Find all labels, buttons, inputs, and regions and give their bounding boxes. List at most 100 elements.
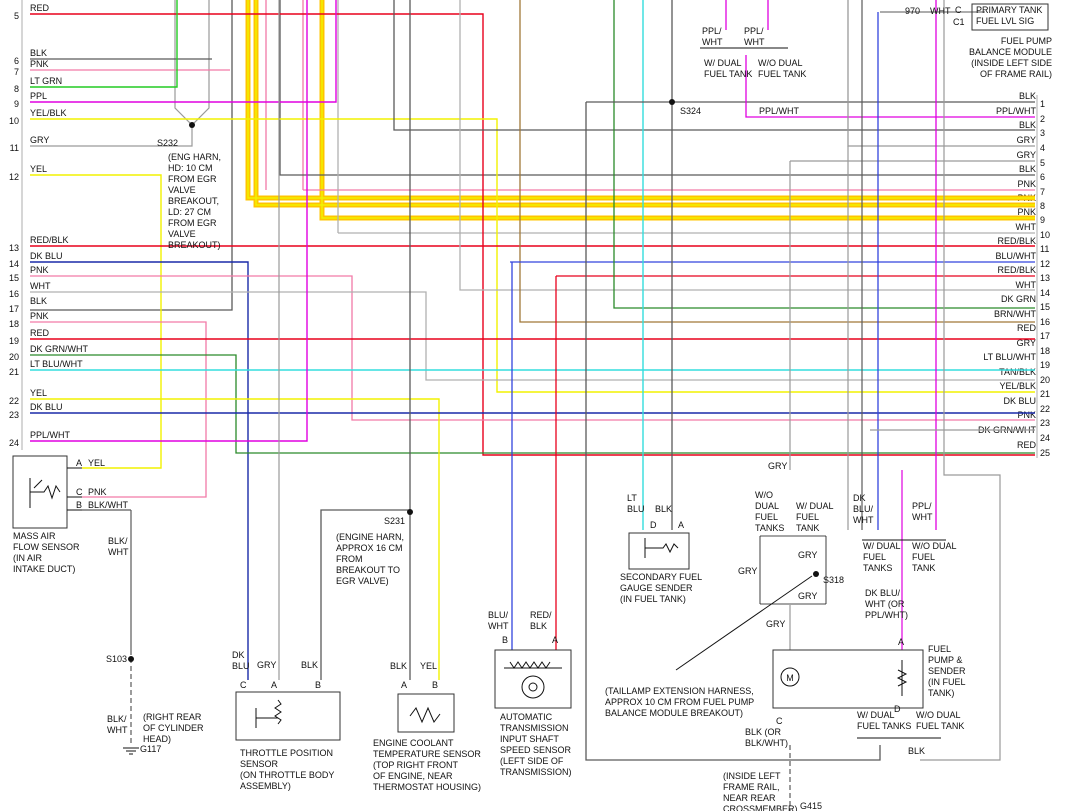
trans-coil-symbol [504,661,562,669]
trans-name: (LEFT SIDE OF [500,756,564,766]
label-blk-b: BLK [908,746,925,756]
left-pin-number: 19 [9,336,19,346]
note-s232: FROM EGR [168,174,217,184]
label-w-dual-tank: TANK [796,523,819,533]
wire-brn-16 [519,0,1035,323]
right-pin-number: 7 [1040,187,1045,197]
tps-pin: C [240,680,247,690]
maf-wire-label: YEL [88,458,105,468]
note-s318: APPROX 10 CM FROM FUEL PUMP [605,697,754,707]
label-wo-dual-tank-r: W/O DUAL [912,541,957,551]
label-pplwht-row2: PPL/WHT [759,106,800,116]
tps-name: (ON THROTTLE BODY [240,770,334,780]
bracket-gry [759,535,827,605]
trans-name: TRANSMISSION) [500,767,572,777]
label-w-dual-tank: FUEL [796,512,819,522]
maf-pin: C [76,487,83,497]
label-wo-dual-tanks: FUEL [755,512,778,522]
secondary-wire-blk: BLK [655,504,672,514]
label-w-dual-top: FUEL TANK [704,69,752,79]
note-s231: BREAKOUT TO [336,565,400,575]
right-wire-label: TAN/BLK [999,367,1036,377]
note-s232: (ENG HARN, [168,152,221,162]
maf-wire-label: BLK/WHT [88,500,129,510]
secondary-sender-name: SECONDARY FUEL [620,572,702,582]
trans-box [494,649,572,709]
left-pin-number: 21 [9,367,19,377]
left-wire-label: PNK [30,59,49,69]
note-g415: (INSIDE LEFT [723,771,781,781]
left-wire-label: PPL/WHT [30,430,71,440]
wire-ppl-9 [30,0,337,103]
label-pplwht-r: WHT [912,512,933,522]
trans-name: AUTOMATIC [500,712,553,722]
label-wo-dual-tanks: W/O [755,490,773,500]
left-wire-label: BLK [30,296,47,306]
right-wire-label: RED [1017,440,1037,450]
tps-box [235,691,341,741]
trans-name: SPEED SENSOR [500,745,572,755]
left-pin-number: 11 [10,143,19,153]
tps-wire-gry: GRY [257,660,276,670]
primary-tank-box [971,3,1049,31]
tps-wire-dkblu: BLU [232,661,250,671]
right-wire-label: BLK [1019,91,1036,101]
right-wire-label: DK GRN [1001,294,1036,304]
ground-g415: G415 [800,801,822,811]
left-pin-number: 7 [14,67,19,77]
label-dkbluwht: DK [853,493,866,503]
note-s318: BALANCE MODULE BREAKOUT) [605,708,743,718]
maf-sensor-name: (IN AIR [13,553,43,563]
right-pin-number: 3 [1040,128,1045,138]
note-s232: LD: 27 CM [168,207,211,217]
right-pin-number: 8 [1040,201,1045,211]
tps-pin: B [315,680,321,690]
note-s231: (ENGINE HARN, [336,532,404,542]
balance-module-name: FUEL PUMP [1001,36,1052,46]
right-pin-number: 11 [1040,244,1049,254]
right-wire-label: LT BLU/WHT [983,352,1036,362]
left-wire-label: RED [30,328,50,338]
wire-pplwht-2 [745,55,1035,118]
right-pin-number: 1 [1040,99,1045,109]
fuel-pump-name: FUEL [928,644,951,654]
balance-module-name: OF FRAME RAIL) [980,69,1052,79]
left-pin-number: 16 [9,289,19,299]
right-pin-number: 25 [1040,448,1050,458]
wire-yel-c [321,0,1035,219]
wire-dkgrngrn-20 [30,354,1035,454]
note-s232: VALVE [168,229,196,239]
right-wire-label: DK BLU [1003,396,1036,406]
splice-s231-dot [407,509,413,515]
trans-wire-bluwht: BLU/ [488,610,509,620]
wire-red-5 [30,13,1035,456]
secondary-pin: A [678,520,684,530]
maf-sensor-symbol [29,478,61,508]
right-wire-label: RED/BLK [997,236,1036,246]
left-pin-number: 9 [14,99,19,109]
left-wire-label: DK BLU [30,402,63,412]
splice-s232-dot [189,122,195,128]
note-g117: OF CYLINDER [143,723,204,733]
right-wire-label: PNK [1017,179,1036,189]
right-pin-number: 19 [1040,360,1050,370]
primary-pin-c: C [955,5,962,15]
left-pin-number: 15 [9,273,19,283]
tps-symbol [255,699,282,728]
primary-tank-name: FUEL LVL SIG [976,16,1034,26]
left-pin-number: 24 [9,438,19,448]
right-pin-number: 23 [1040,418,1050,428]
pump-pin-c: C [776,716,783,726]
note-s231: FROM [336,554,363,564]
maf-blkwht-label: WHT [108,547,129,557]
right-wire-label: RED [1017,323,1037,333]
maf-wire-label: PNK [88,487,107,497]
wire-blk-17 [30,0,233,311]
fuel-pump-name: (IN FUEL [928,677,966,687]
label-dkbluwht: BLU/ [853,504,874,514]
secondary-wire-ltblu: LT [627,493,637,503]
tps-name: THROTTLE POSITION [240,748,333,758]
label-wo-dual-tanks: DUAL [755,501,779,511]
label-w-dual-tanks-r: TANKS [863,563,892,573]
